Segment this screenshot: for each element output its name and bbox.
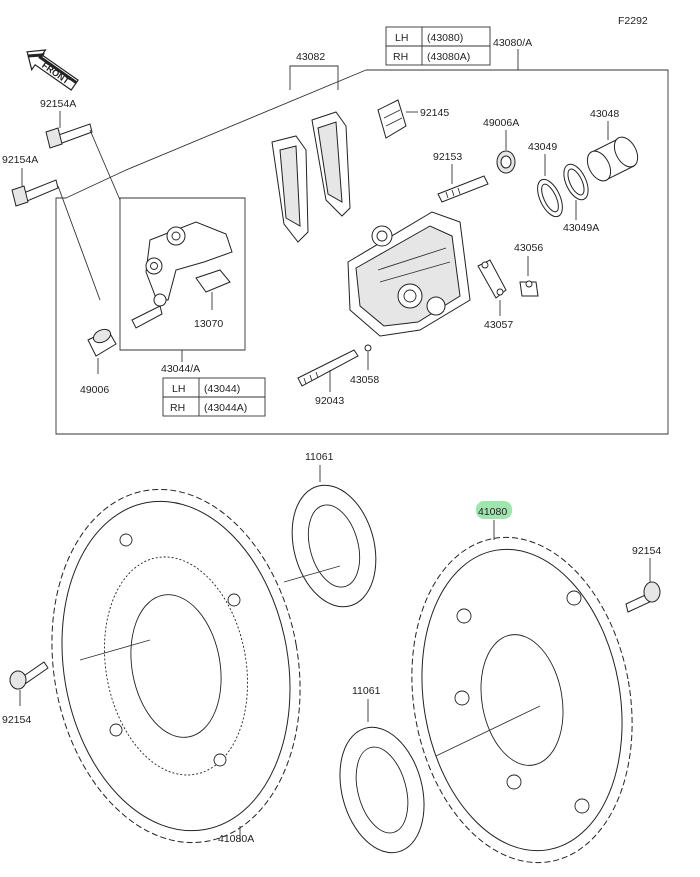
- caliper-bracket: [131, 221, 233, 329]
- label-13070: 13070: [194, 318, 223, 330]
- disc-bolt-left: 92154: [2, 661, 49, 726]
- dust-cap: 49006A: [483, 117, 519, 174]
- table-cell: (43080A): [427, 51, 470, 63]
- label-43082: 43082: [296, 51, 325, 63]
- label-92154-left: 92154: [2, 714, 31, 726]
- mounting-bolts: 92154A 92154A: [2, 98, 121, 301]
- table-cell: (43044): [204, 383, 240, 395]
- table-43044: LH (43044) RH (43044A): [162, 377, 266, 417]
- label-11061-top: 11061: [305, 451, 334, 463]
- table-cell: (43080): [427, 32, 463, 44]
- label-43049A: 43049A: [563, 222, 599, 234]
- table-43080: LH (43080) RH (43080A): [385, 26, 491, 66]
- label-92153: 92153: [433, 151, 462, 163]
- brake-disc-left: 41080A: [51, 488, 301, 845]
- piston-seals: 43049 43049A: [528, 141, 599, 234]
- label-41080: 41080: [478, 506, 507, 518]
- table-cell: LH: [395, 32, 408, 44]
- label-92154A-top: 92154A: [40, 98, 76, 110]
- caliper-body: [347, 211, 471, 337]
- bleeder-valve: 43056: [514, 242, 543, 297]
- label-49006: 49006: [80, 384, 109, 396]
- disc-spacer-top: 11061: [283, 451, 377, 608]
- label-92154A-left: 92154A: [2, 154, 38, 166]
- caliper-pin: 92153: [433, 151, 489, 203]
- label-11061-bottom: 11061: [352, 685, 381, 697]
- caliper-assembly-frame: [55, 69, 669, 435]
- table-cell: RH: [393, 51, 408, 63]
- highlight-41080: [476, 501, 512, 519]
- label-92043: 92043: [315, 395, 344, 407]
- label-92145: 92145: [420, 107, 449, 119]
- label-43049: 43049: [528, 141, 557, 153]
- label-43057: 43057: [484, 319, 513, 331]
- disc-spacer-bottom: 11061: [339, 685, 425, 854]
- table-cell: LH: [172, 383, 185, 395]
- disc-bolt-right: 92154: [625, 545, 661, 613]
- label-92154-right: 92154: [632, 545, 661, 557]
- pad-clip: 13070: [194, 269, 231, 330]
- front-arrow-icon: FRONT: [26, 49, 79, 91]
- label-43058: 43058: [350, 374, 379, 386]
- bracket-assembly-frame: [119, 197, 246, 351]
- brake-pads: 43082: [271, 51, 351, 243]
- figure-id: F2292: [618, 15, 648, 27]
- link-plate: 43057: [477, 259, 513, 331]
- pad-spring: 92145: [377, 99, 449, 139]
- label-43080A: 43080/A: [493, 37, 532, 49]
- piston: 43048: [586, 108, 639, 182]
- brake-disc-right: [411, 536, 633, 864]
- rubber-cap: 49006: [80, 328, 117, 396]
- table-cell: RH: [170, 402, 185, 414]
- label-43044A: 43044/A: [161, 363, 200, 375]
- label-43056: 43056: [514, 242, 543, 254]
- label-41080A: 41080A: [218, 833, 254, 845]
- label-43048: 43048: [590, 108, 619, 120]
- slide-pin: 43058 92043: [297, 344, 379, 407]
- label-49006A: 49006A: [483, 117, 519, 129]
- table-cell: (43044A): [204, 402, 247, 414]
